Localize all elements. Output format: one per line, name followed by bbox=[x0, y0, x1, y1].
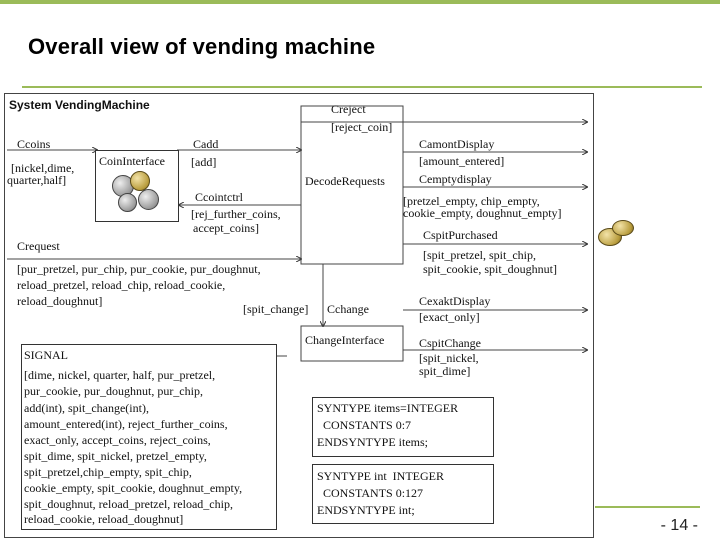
channel-cchange-label: Cchange bbox=[327, 302, 369, 316]
slide-title: Overall view of vending machine bbox=[28, 34, 376, 59]
syntype-line: SYNTYPE items=INTEGER bbox=[317, 401, 459, 415]
coin-icon bbox=[612, 220, 634, 236]
signal-line: spit_doughnut, reload_pretzel, reload_ch… bbox=[24, 497, 233, 511]
channel-creject-label: Creject bbox=[331, 102, 366, 116]
footer-divider bbox=[595, 506, 700, 508]
signal-line: add(int), spit_change(int), bbox=[24, 401, 149, 415]
signal-line: spit_pretzel,chip_empty, spit_chip, bbox=[24, 465, 192, 479]
channel-cadd-signals: [add] bbox=[191, 155, 217, 169]
page-number: - 14 - bbox=[660, 517, 698, 534]
coin-interface-block: CoinInterface bbox=[95, 150, 179, 222]
channel-cspitchange-label: CspitChange bbox=[419, 336, 481, 350]
signal-line: reload_cookie, reload_doughnut] bbox=[24, 512, 184, 526]
top-accent-bar bbox=[0, 0, 720, 4]
syntype-line: SYNTYPE int INTEGER bbox=[317, 469, 444, 483]
channel-crequest-signals-3: reload_doughnut] bbox=[17, 294, 103, 308]
coin-icon bbox=[118, 193, 137, 212]
channel-cexaktdisplay-signals: [exact_only] bbox=[419, 310, 480, 324]
signal-line: spit_dime, spit_nickel, pretzel_empty, bbox=[24, 449, 207, 463]
coin-icon bbox=[130, 171, 150, 191]
system-label: System VendingMachine bbox=[9, 98, 150, 112]
signal-declaration-box: SIGNAL [dime, nickel, quarter, half, pur… bbox=[21, 344, 277, 530]
sdl-system-diagram: System VendingMachine Ccoins [nickel,dim… bbox=[4, 93, 594, 538]
channel-cspitpurchased-signals-2: spit_cookie, spit_doughnut] bbox=[423, 262, 557, 276]
signal-line: pur_cookie, pur_doughnut, pur_chip, bbox=[24, 384, 203, 398]
coin-icon bbox=[138, 189, 159, 210]
channel-ccointctrl-label: Ccointctrl bbox=[195, 190, 243, 204]
channel-cexaktdisplay-label: CexaktDisplay bbox=[419, 294, 491, 308]
channel-cemptydisplay-signals-1: [pretzel_empty, chip_empty, bbox=[403, 194, 540, 208]
channel-cchange-signals: [spit_change] bbox=[243, 302, 309, 316]
change-interface-label: ChangeInterface bbox=[305, 333, 385, 347]
channel-ccointctrl-signals-2: accept_coins] bbox=[193, 221, 259, 235]
syntype-line: CONSTANTS 0:127 bbox=[317, 486, 424, 500]
signal-title: SIGNAL bbox=[24, 348, 68, 362]
signal-line: cookie_empty, spit_cookie, doughnut_empt… bbox=[24, 481, 243, 495]
channel-cspitchange-signals-1: [spit_nickel, bbox=[419, 351, 479, 365]
channel-cspitchange-signals-2: spit_dime] bbox=[419, 364, 471, 378]
channel-creject-signals: [reject_coin] bbox=[331, 120, 393, 134]
syntype-int-box: SYNTYPE int INTEGER CONSTANTS 0:127 ENDS… bbox=[312, 464, 494, 524]
syntype-line: ENDSYNTYPE int; bbox=[317, 503, 415, 517]
syntype-items-box: SYNTYPE items=INTEGER CONSTANTS 0:7 ENDS… bbox=[312, 397, 494, 457]
channel-cemptydisplay-signals-2: cookie_empty, doughnut_empty] bbox=[403, 206, 562, 220]
channel-cspitpurchased-label: CspitPurchased bbox=[423, 228, 498, 242]
signal-line: exact_only, accept_coins, reject_coins, bbox=[24, 433, 211, 447]
channel-cemptydisplay-label: Cemptydisplay bbox=[419, 172, 492, 186]
channel-ccointctrl-signals-1: [rej_further_coins, bbox=[191, 207, 281, 221]
channel-ccoins-signals-2: quarter,half] bbox=[7, 173, 67, 187]
channel-crequest-signals-1: [pur_pretzel, pur_chip, pur_cookie, pur_… bbox=[17, 262, 261, 276]
channel-cadd-label: Cadd bbox=[193, 137, 219, 151]
signal-line: [dime, nickel, quarter, half, pur_pretze… bbox=[24, 368, 216, 382]
signal-line: amount_entered(int), reject_further_coin… bbox=[24, 417, 228, 431]
channel-crequest-signals-2: reload_pretzel, reload_chip, reload_cook… bbox=[17, 278, 226, 292]
channel-crequest-label: Crequest bbox=[17, 239, 60, 253]
syntype-line: CONSTANTS 0:7 bbox=[317, 418, 412, 432]
channel-ccoins-signals-1: [nickel,dime, bbox=[11, 161, 75, 175]
syntype-line: ENDSYNTYPE items; bbox=[317, 435, 428, 449]
decode-requests-label: DecodeRequests bbox=[305, 174, 385, 188]
channel-ccoins-label: Ccoins bbox=[17, 137, 51, 151]
channel-camontdisplay-signals: [amount_entered] bbox=[419, 154, 505, 168]
channel-cspitpurchased-signals-1: [spit_pretzel, spit_chip, bbox=[423, 248, 536, 262]
channel-camontdisplay-label: CamontDisplay bbox=[419, 137, 495, 151]
coin-interface-label: CoinInterface bbox=[99, 154, 165, 168]
title-divider bbox=[22, 86, 702, 88]
